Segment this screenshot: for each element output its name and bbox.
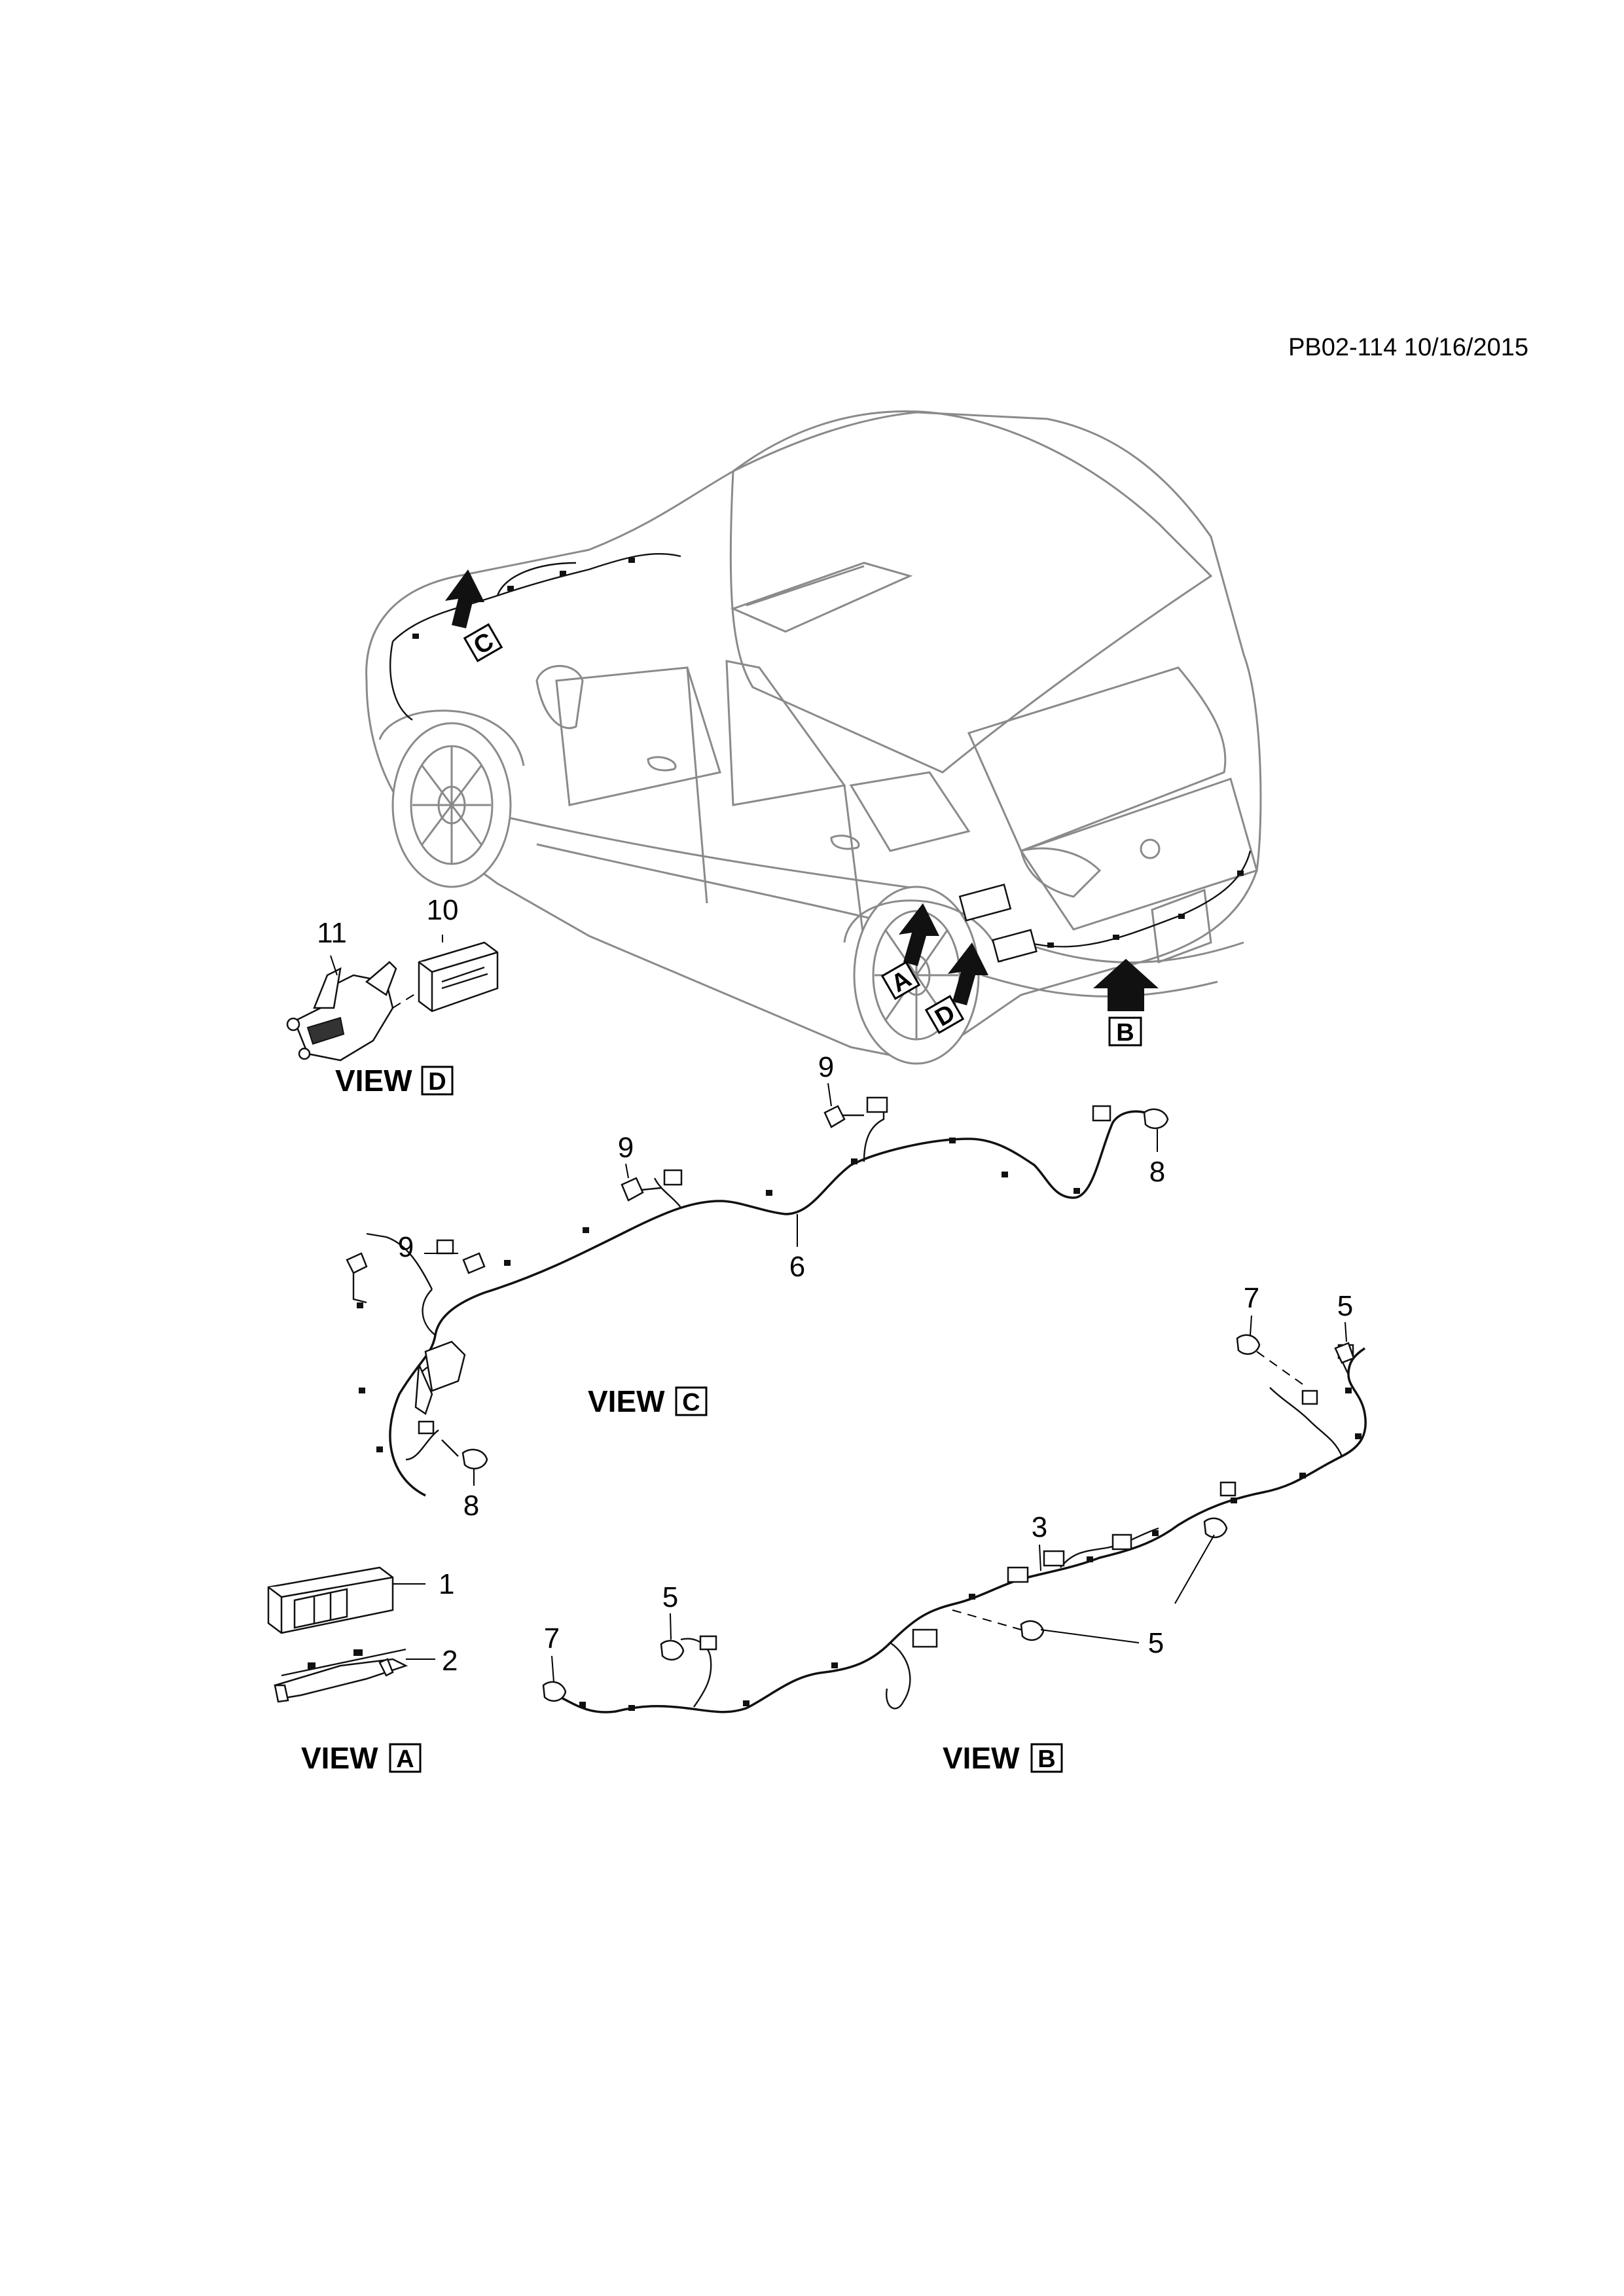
- callout-7-b: 7: [1244, 1282, 1259, 1314]
- part-10-module: [418, 941, 499, 1013]
- car-illustration: [365, 410, 1262, 1065]
- callout-5-b: 5: [1148, 1627, 1164, 1659]
- part-5-sensor-c: [1203, 1517, 1228, 1539]
- view-c-label: VIEW: [588, 1384, 665, 1418]
- part-8-sensor-b: [441, 1439, 488, 1470]
- callout-5-c: 5: [1337, 1290, 1353, 1322]
- callout-8-a: 8: [1149, 1156, 1165, 1188]
- part-9-sensor-b: [621, 1177, 662, 1202]
- view-a-label: VIEW: [301, 1741, 378, 1775]
- view-d-letter: D: [428, 1068, 446, 1096]
- part-5-sensor-b: [952, 1609, 1045, 1641]
- part-2-bracket: [274, 1648, 408, 1703]
- part-7-sensor-a: [542, 1681, 567, 1702]
- part-11-bracket: [286, 961, 397, 1062]
- part-9-sensor-a: [823, 1105, 864, 1128]
- view-d-label: VIEW: [335, 1064, 412, 1098]
- diagram-code: PB02-114 10/16/2015: [1288, 334, 1528, 361]
- part-5-sensor-d: [1334, 1342, 1355, 1364]
- view-arrow-c: C: [445, 569, 503, 662]
- callout-1: 1: [439, 1568, 454, 1600]
- callout-9-a: 9: [818, 1051, 834, 1083]
- part-9-sensor-c: [346, 1252, 486, 1304]
- view-c-letter: C: [682, 1389, 700, 1416]
- car-front-harness: [389, 552, 681, 721]
- part-5-sensor-a: [660, 1640, 685, 1661]
- view-b-label: VIEW: [943, 1741, 1020, 1775]
- view-arrow-b: B: [1093, 959, 1159, 1047]
- view-arrow-b-letter: B: [1116, 1019, 1134, 1047]
- callout-8-b: 8: [463, 1490, 479, 1522]
- callout-9-b: 9: [618, 1132, 634, 1164]
- callout-5-a: 5: [662, 1581, 678, 1613]
- view-b-group: 7 7 5 5 5 3 VIEW B: [542, 1282, 1367, 1775]
- callout-9-c: 9: [398, 1231, 414, 1263]
- car-rear-harness: [958, 850, 1252, 963]
- view-c-group: 6 9 9 9 8 8 VIEW C: [346, 1051, 1169, 1522]
- view-a-letter: A: [396, 1746, 414, 1773]
- view-a-group: 1 2 VIEW A: [267, 1566, 458, 1775]
- view-b-letter: B: [1038, 1746, 1055, 1773]
- callout-6: 6: [789, 1251, 805, 1283]
- callout-11: 11: [317, 917, 347, 949]
- callout-3: 3: [1032, 1511, 1047, 1543]
- part-7-sensor-b: [1236, 1334, 1303, 1385]
- callout-7-a: 7: [544, 1623, 560, 1655]
- part-8-sensor-a: [1143, 1108, 1169, 1130]
- view-d-group: 10 11 VIEW D: [286, 894, 499, 1098]
- part-6-harness: [389, 1110, 1146, 1497]
- callout-10: 10: [427, 894, 459, 926]
- part-1-module: [267, 1566, 394, 1634]
- view-arrow-d: D: [924, 942, 988, 1034]
- callout-2: 2: [442, 1645, 458, 1677]
